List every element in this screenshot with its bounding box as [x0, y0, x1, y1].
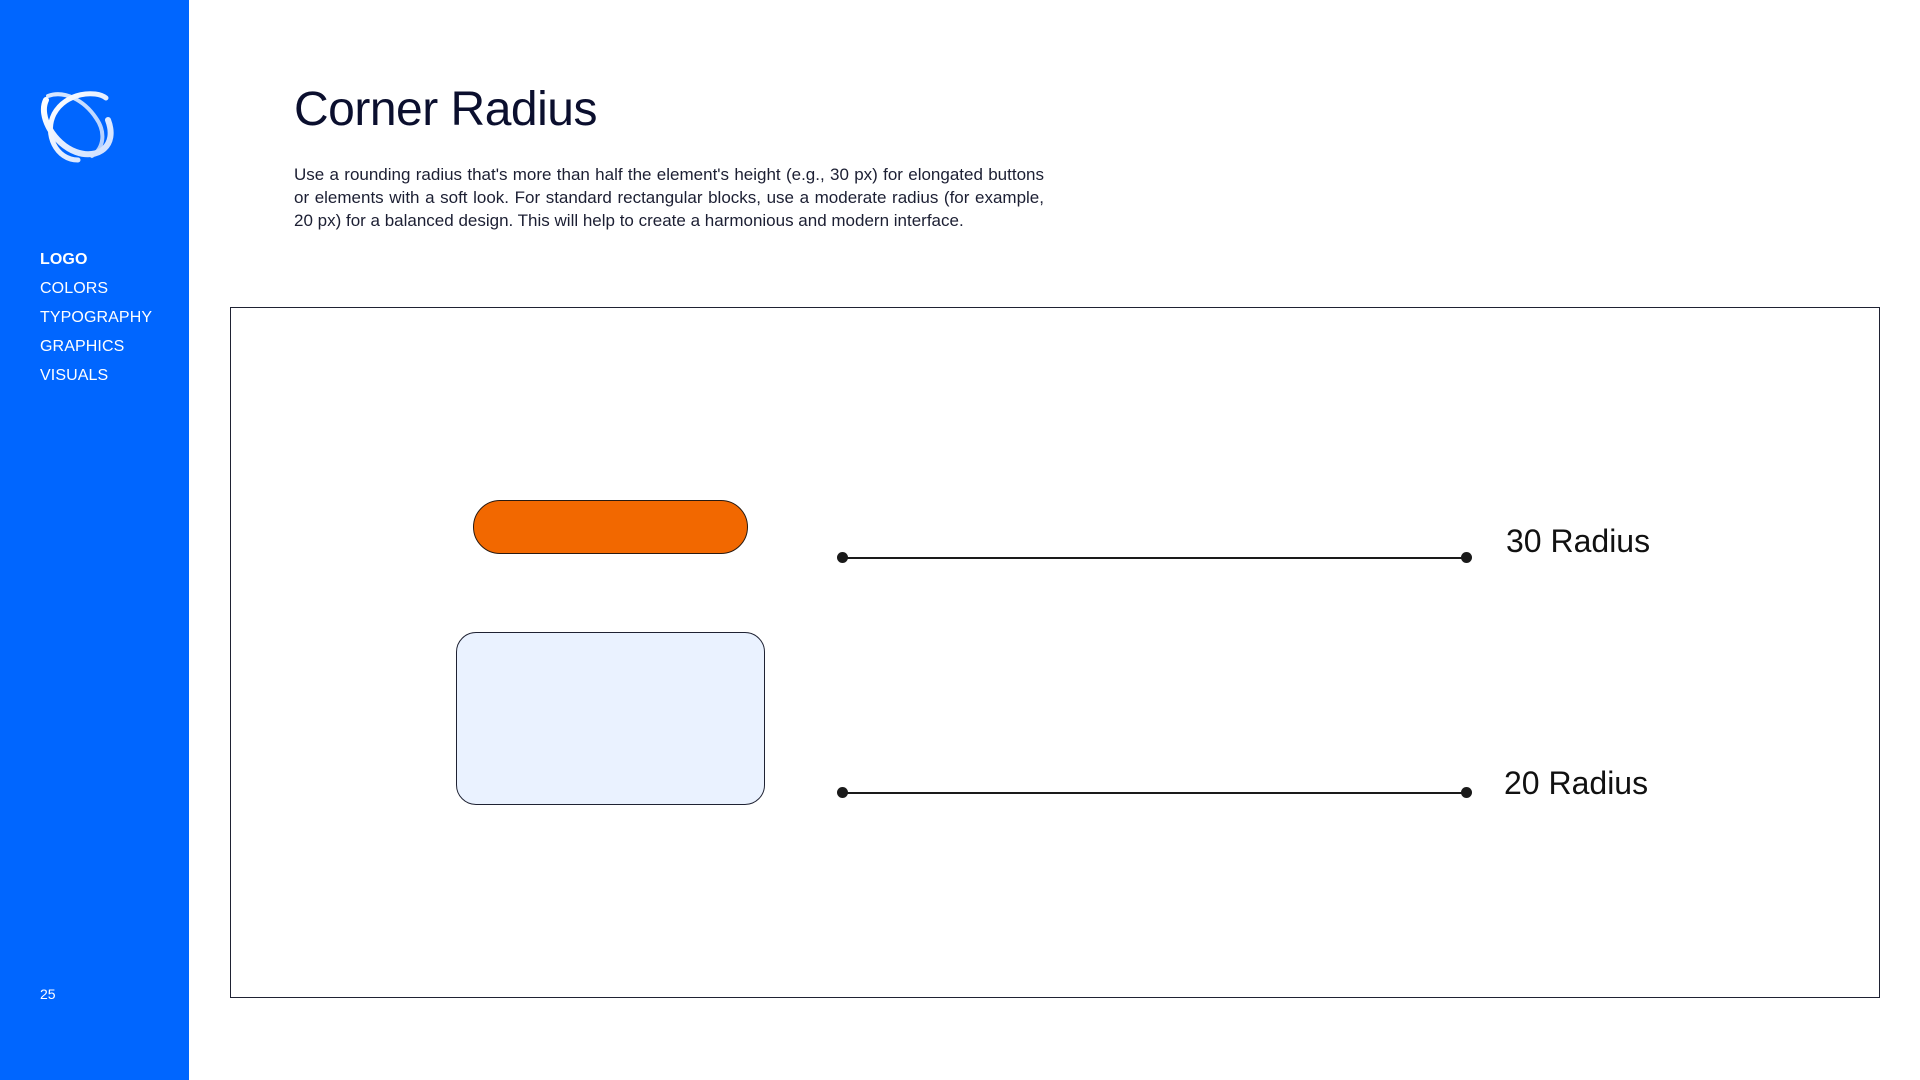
page-description: Use a rounding radius that's more than h…: [294, 165, 1044, 230]
radius-20-line-start-dot: [837, 787, 848, 798]
radius-20-line-end-dot: [1461, 787, 1472, 798]
page-number: 25: [40, 986, 56, 1002]
nav-item-logo[interactable]: LOGO: [40, 251, 88, 268]
pill-radius-sample: [473, 500, 748, 554]
radius-30-line-start-dot: [837, 552, 848, 563]
nav-item-typography[interactable]: TYPOGRAPHY: [40, 309, 153, 326]
radius-20-label: 20 Radius: [1504, 765, 1649, 801]
radius-20-line: [843, 792, 1467, 794]
nav-item-visuals[interactable]: VISUALS: [40, 367, 109, 384]
sidebar-nav: LOGO COLORS TYPOGRAPHY GRAPHICS VISUALS: [40, 245, 152, 390]
orbit-logo-icon: [36, 86, 116, 166]
radius-30-label: 30 Radius: [1506, 523, 1651, 559]
sidebar: LOGO COLORS TYPOGRAPHY GRAPHICS VISUALS …: [0, 0, 189, 1080]
page-title: Corner Radius: [294, 83, 597, 136]
radius-30-line-end-dot: [1461, 552, 1472, 563]
block-radius-sample: [456, 632, 765, 805]
radius-30-line: [843, 557, 1467, 559]
nav-item-graphics[interactable]: GRAPHICS: [40, 338, 125, 355]
radius-demo-frame: [230, 307, 1880, 998]
nav-item-colors[interactable]: COLORS: [40, 280, 109, 297]
